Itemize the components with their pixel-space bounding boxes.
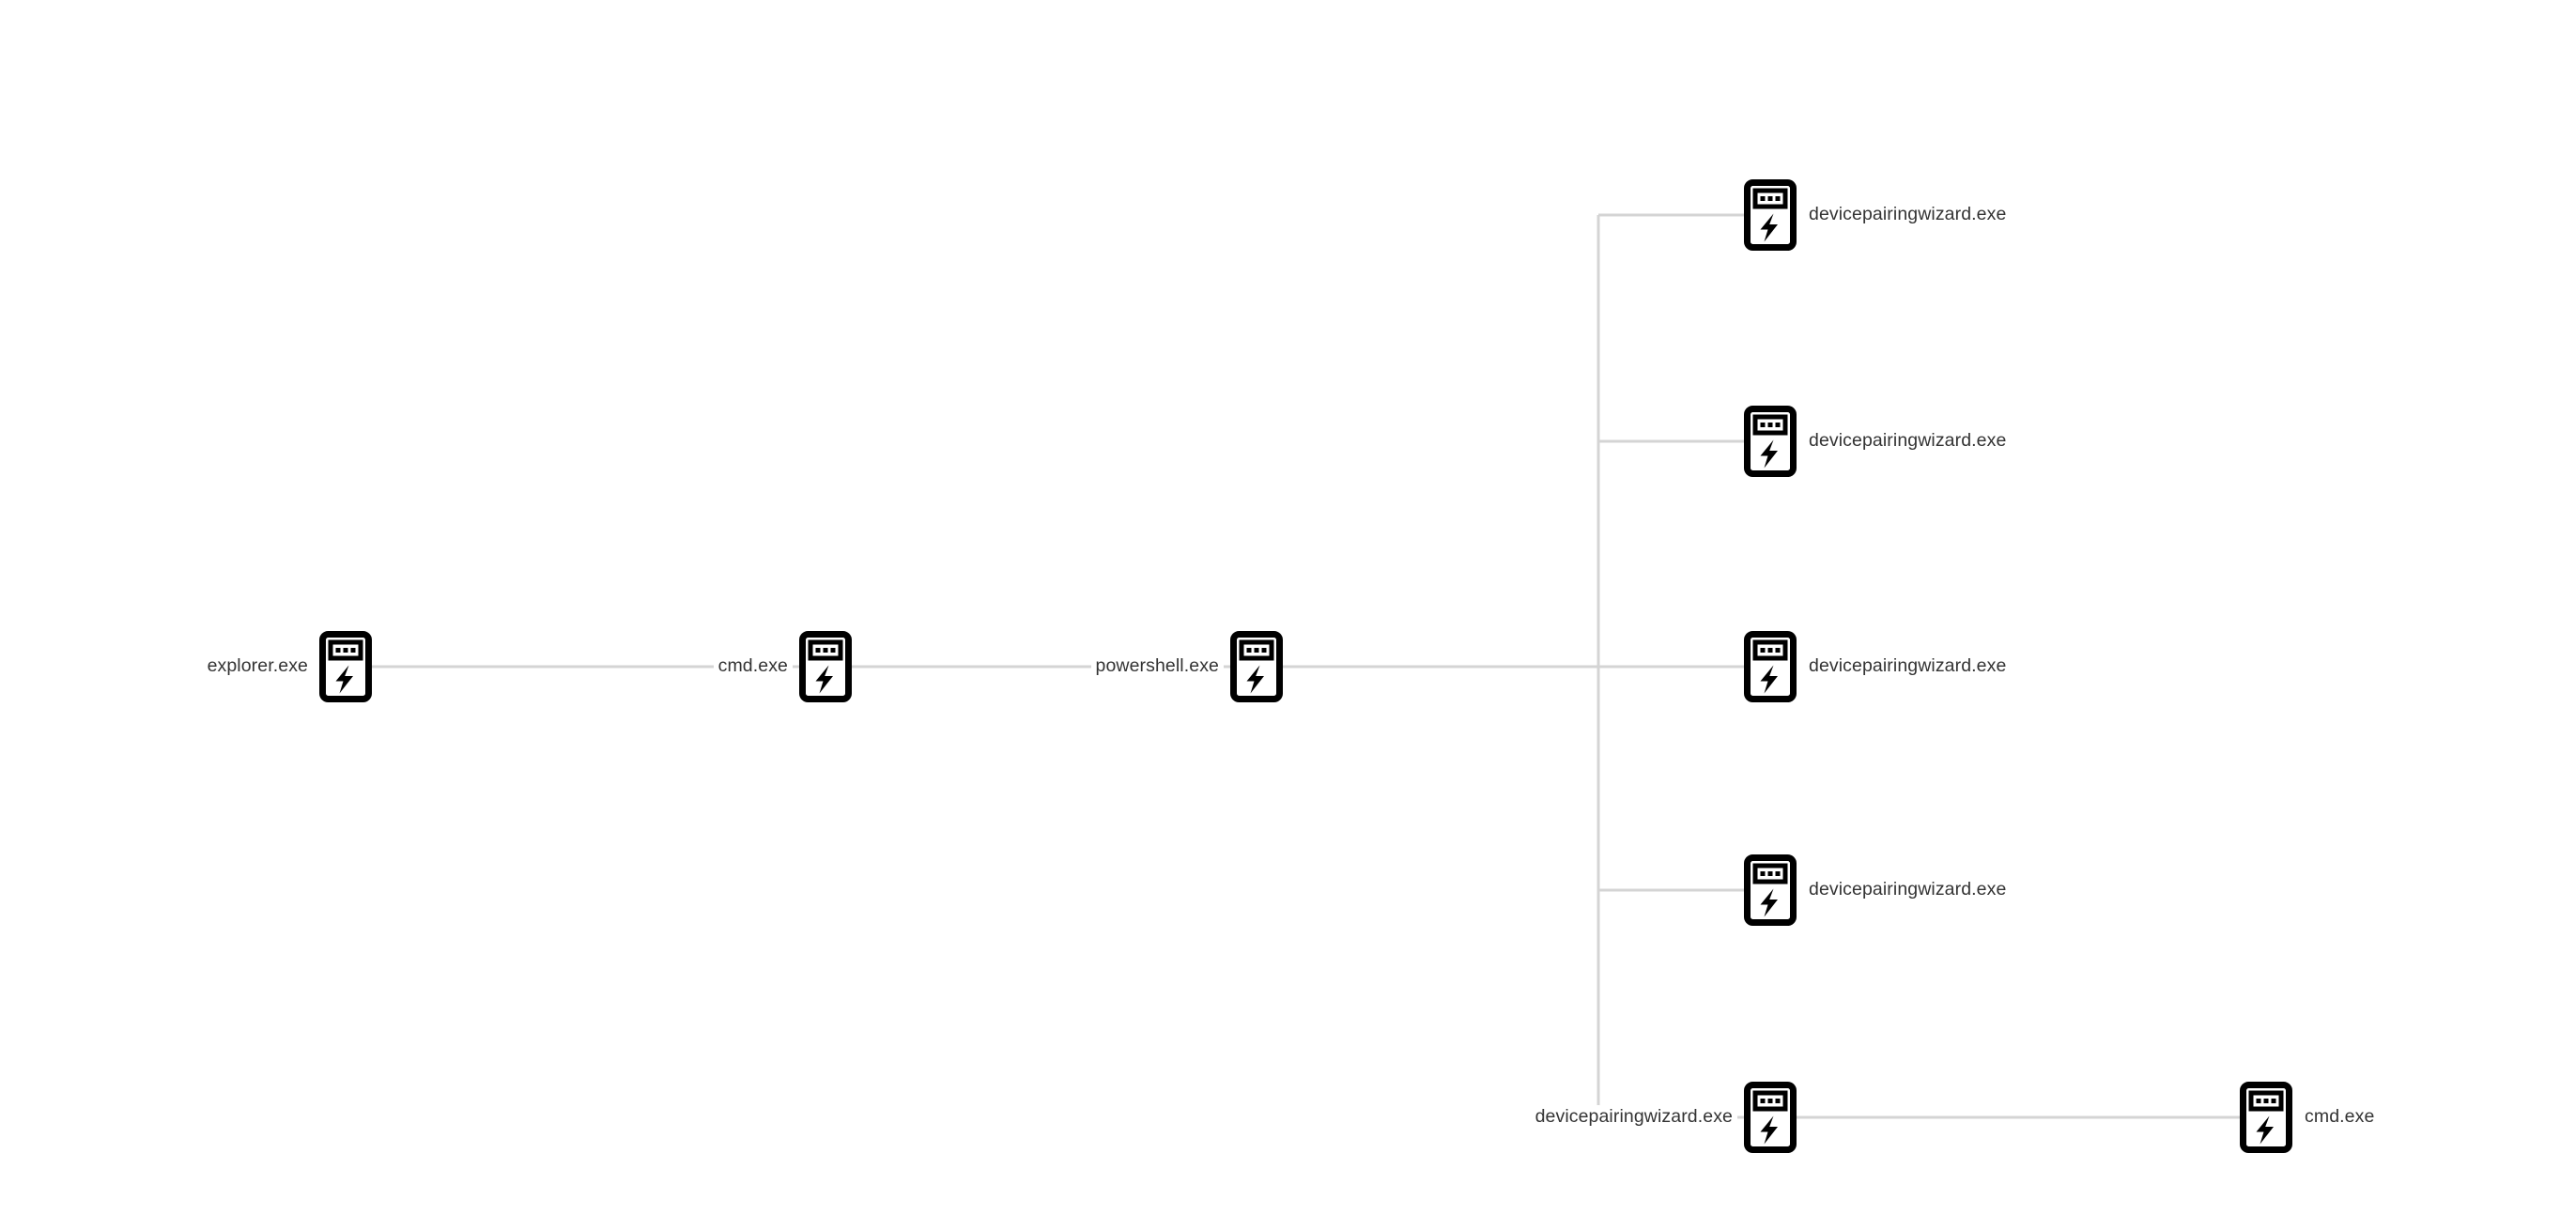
process-node-dpw-1[interactable]: devicepairingwizard.exe xyxy=(1744,179,2012,251)
process-node-label: devicepairingwizard.exe xyxy=(1804,654,2012,679)
process-node-dpw-2[interactable]: devicepairingwizard.exe xyxy=(1744,406,2012,477)
process-app-lightning-icon[interactable] xyxy=(1744,854,1797,926)
process-node-dpw-4[interactable]: devicepairingwizard.exe xyxy=(1744,854,2012,926)
process-node-powershell[interactable]: powershell.exe xyxy=(1090,631,1283,702)
process-app-lightning-icon[interactable] xyxy=(1744,406,1797,477)
process-app-lightning-icon[interactable] xyxy=(799,631,852,702)
process-node-label: devicepairingwizard.exe xyxy=(1804,429,2012,454)
process-app-lightning-icon[interactable] xyxy=(1744,179,1797,251)
process-node-label: devicepairingwizard.exe xyxy=(1804,203,2012,227)
process-node-label: explorer.exe xyxy=(202,654,313,679)
process-node-explorer[interactable]: explorer.exe xyxy=(202,631,372,702)
process-node-cmd-1[interactable]: cmd.exe xyxy=(713,631,852,702)
process-app-lightning-icon[interactable] xyxy=(2240,1082,2292,1153)
process-app-lightning-icon[interactable] xyxy=(1744,1082,1797,1153)
process-node-dpw-5[interactable]: devicepairingwizard.exe xyxy=(1530,1082,1797,1153)
process-node-label: devicepairingwizard.exe xyxy=(1804,878,2012,902)
process-node-label: cmd.exe xyxy=(713,654,793,679)
process-node-cmd-2[interactable]: cmd.exe xyxy=(2240,1082,2380,1153)
process-node-label: devicepairingwizard.exe xyxy=(1530,1105,1737,1130)
process-node-label: cmd.exe xyxy=(2300,1105,2380,1130)
process-app-lightning-icon[interactable] xyxy=(1744,631,1797,702)
process-app-lightning-icon[interactable] xyxy=(1230,631,1283,702)
process-app-lightning-icon[interactable] xyxy=(319,631,372,702)
process-node-label: powershell.exe xyxy=(1090,654,1224,679)
process-node-dpw-3[interactable]: devicepairingwizard.exe xyxy=(1744,631,2012,702)
